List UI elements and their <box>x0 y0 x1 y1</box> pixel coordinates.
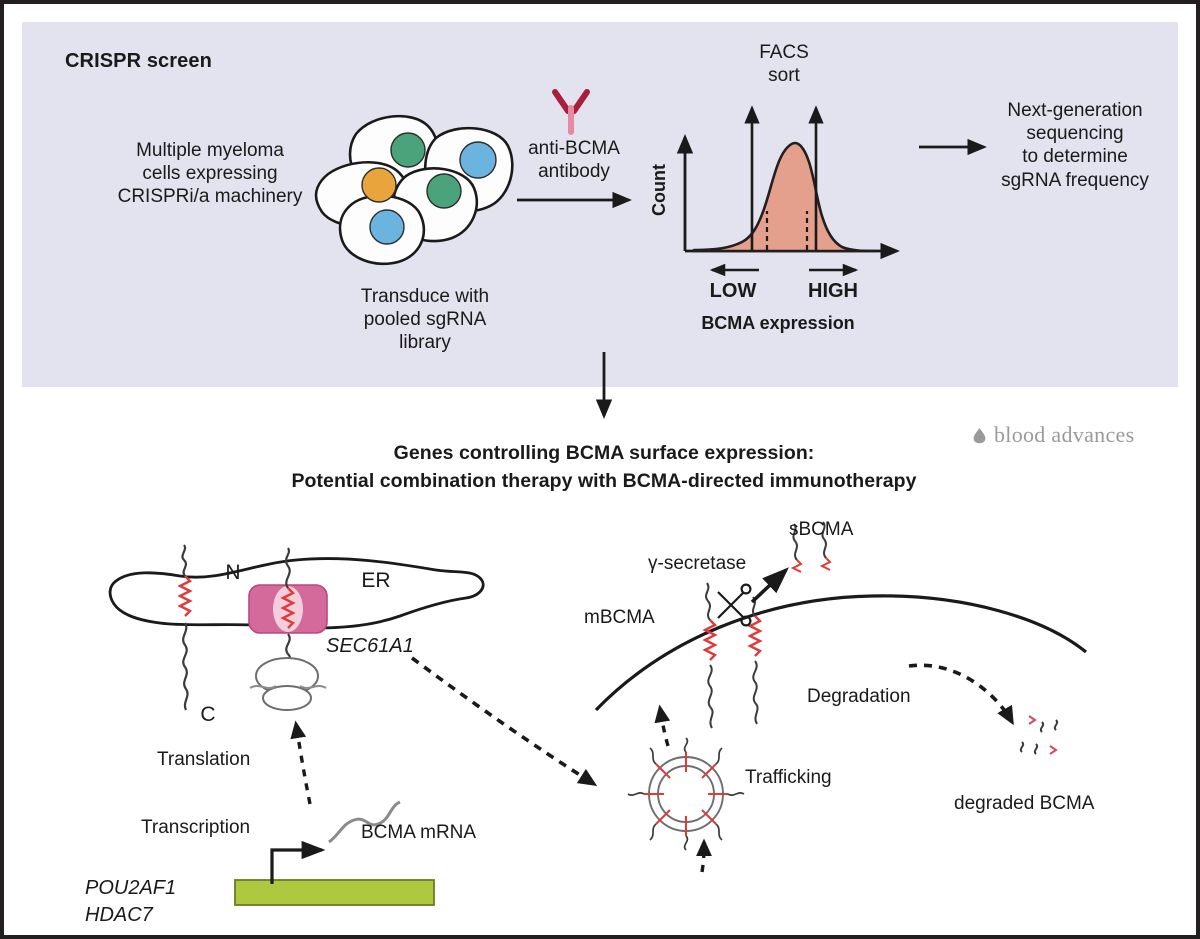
crispr-screen-title: CRISPR screen <box>65 50 212 72</box>
regulator-pou2af1-label: POU2AF1 <box>85 877 177 899</box>
crispr-panel-background <box>22 22 1178 387</box>
facs-histogram-plot <box>676 105 900 277</box>
facs-gate-low-label: LOW <box>709 280 757 302</box>
ribosome-icon <box>255 657 319 711</box>
c-terminus-label: C <box>200 703 216 726</box>
figure-artwork <box>22 22 1178 906</box>
mbcma-label: mBCMA <box>584 607 655 628</box>
sbcma-fragments <box>790 521 832 573</box>
sec61a1-label: SEC61A1 <box>326 635 414 657</box>
plasma-membrane-arc <box>594 594 1088 712</box>
mbcma-1-extracellular <box>705 582 711 621</box>
mbcma-1-cytoplasmic-tail <box>707 664 714 729</box>
cell-nucleus-orange <box>361 167 397 203</box>
page-title-line-1: Genes controlling BCMA surface expressio… <box>393 442 815 464</box>
sec61a1-translocon <box>248 584 328 634</box>
brand-name: blood advances <box>994 422 1135 447</box>
scissors-icon <box>717 583 752 627</box>
arrow-translation <box>290 720 312 805</box>
translocon-tm-zigzag <box>280 587 296 629</box>
myeloma-cells-caption: Multiple myeloma cells expressing CRISPR… <box>117 140 303 208</box>
bcma-mrna-label: BCMA mRNA <box>361 822 477 843</box>
mbcma-1-tm-zigzag <box>702 619 718 661</box>
facs-gate-high-label: HIGH <box>808 280 858 302</box>
transduce-caption: Transduce with pooled sgRNA library <box>360 286 490 354</box>
translation-label: Translation <box>157 749 251 770</box>
ribosome-mrna-strand <box>249 685 327 689</box>
gene-body-rect <box>234 879 435 906</box>
cell-nucleus-green-1 <box>390 132 426 168</box>
vesicle-icon <box>627 737 745 851</box>
degraded-bcma-label: degraded BCMA <box>954 793 1095 814</box>
arrow-shedding <box>750 567 789 604</box>
facs-heading: FACS sort <box>759 42 809 87</box>
bcma-mrna-strand <box>328 800 401 844</box>
cell-nuclei <box>361 132 497 245</box>
regulator-hdac7-label: HDAC7 <box>85 904 153 926</box>
page-title-line-2: Potential combination therapy with BCMA-… <box>291 470 917 492</box>
cell-nucleus-blue-1 <box>459 141 497 179</box>
degradation-label: Degradation <box>807 686 911 707</box>
transcription-label: Transcription <box>141 817 251 838</box>
n-terminus-label: N <box>225 561 241 584</box>
facs-x-axis-label: BCMA expression <box>701 313 855 333</box>
figure-stage: CRISPR screen Multiple myeloma cells exp… <box>4 4 1196 935</box>
er-label: ER <box>361 569 391 592</box>
cell-nucleus-green-2 <box>426 173 462 209</box>
arrow-sec61-to-trafficking <box>410 656 598 787</box>
translocon-channel <box>273 586 303 632</box>
ngs-caption: Next-generation sequencing to determine … <box>1001 100 1149 191</box>
antibody-y-icon <box>552 89 590 135</box>
brand-logo: blood advances <box>972 422 1134 448</box>
sbcma-label: sBCMA <box>789 519 854 540</box>
nascent-chain-upper <box>284 547 291 589</box>
cell-nucleus-blue-2 <box>369 209 405 245</box>
bcma-tm-zigzag-er <box>177 575 193 617</box>
trafficking-label: Trafficking <box>745 767 832 788</box>
mbcma-2-tm-zigzag <box>747 615 763 657</box>
arrow-degradation <box>908 663 1014 726</box>
arrow-into-vesicle <box>696 838 712 873</box>
bcma-protein-chain-er <box>181 544 188 577</box>
gamma-secretase-label: γ-secretase <box>648 553 747 574</box>
blood-drop-icon <box>973 427 986 443</box>
antibody-label: anti-BCMA antibody <box>528 138 620 183</box>
tss-arrow <box>270 840 326 884</box>
degraded-bcma-fragments <box>1019 715 1059 755</box>
bcma-cytoplasmic-tail-er <box>182 622 189 711</box>
facs-y-axis-label: Count <box>649 163 670 216</box>
arrow-vesicle-to-membrane <box>654 704 671 747</box>
mbcma-2-cytoplasmic-tail <box>752 660 759 725</box>
